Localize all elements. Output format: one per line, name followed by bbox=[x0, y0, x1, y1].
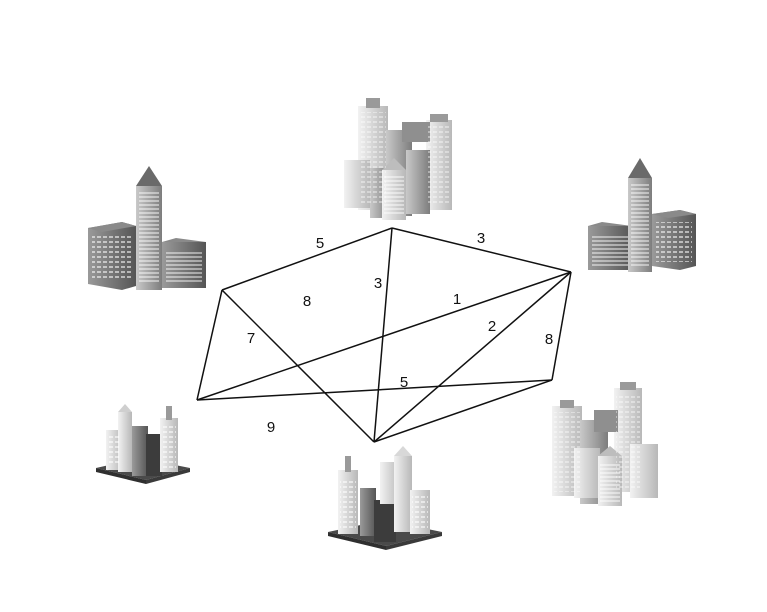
edge-a-d bbox=[196, 289, 223, 401]
tower-office-building-icon bbox=[88, 166, 206, 290]
edge-weight-label: 3 bbox=[374, 275, 382, 292]
skyscraper-cluster-icon bbox=[552, 382, 658, 506]
edge-f-e bbox=[373, 379, 553, 443]
skyscraper-cluster-icon bbox=[344, 98, 452, 220]
edges-layer bbox=[196, 227, 572, 443]
edge-b-e bbox=[373, 227, 393, 443]
edge-weight-label: 8 bbox=[545, 331, 553, 348]
edge-c-f bbox=[551, 271, 572, 381]
edge-a-b bbox=[221, 227, 393, 291]
tower-office-building-icon bbox=[588, 158, 696, 272]
edge-weight-label: 5 bbox=[400, 374, 408, 391]
edge-c-e bbox=[373, 271, 572, 443]
edge-weight-label: 3 bbox=[477, 230, 485, 247]
edge-labels-layer: 5 3 3 8 1 7 2 8 5 9 bbox=[247, 230, 553, 436]
edge-weight-label: 7 bbox=[247, 330, 255, 347]
edge-f-d bbox=[196, 379, 553, 401]
edge-weight-label: 8 bbox=[303, 293, 311, 310]
edge-weight-label: 9 bbox=[267, 419, 275, 436]
edge-weight-label: 2 bbox=[488, 318, 496, 335]
edge-b-c bbox=[391, 227, 572, 273]
city-block-icon bbox=[96, 404, 190, 484]
edge-weight-label: 1 bbox=[453, 291, 461, 308]
edge-c-d bbox=[196, 271, 572, 401]
edge-weight-label: 5 bbox=[316, 235, 324, 252]
city-block-icon bbox=[328, 446, 442, 550]
